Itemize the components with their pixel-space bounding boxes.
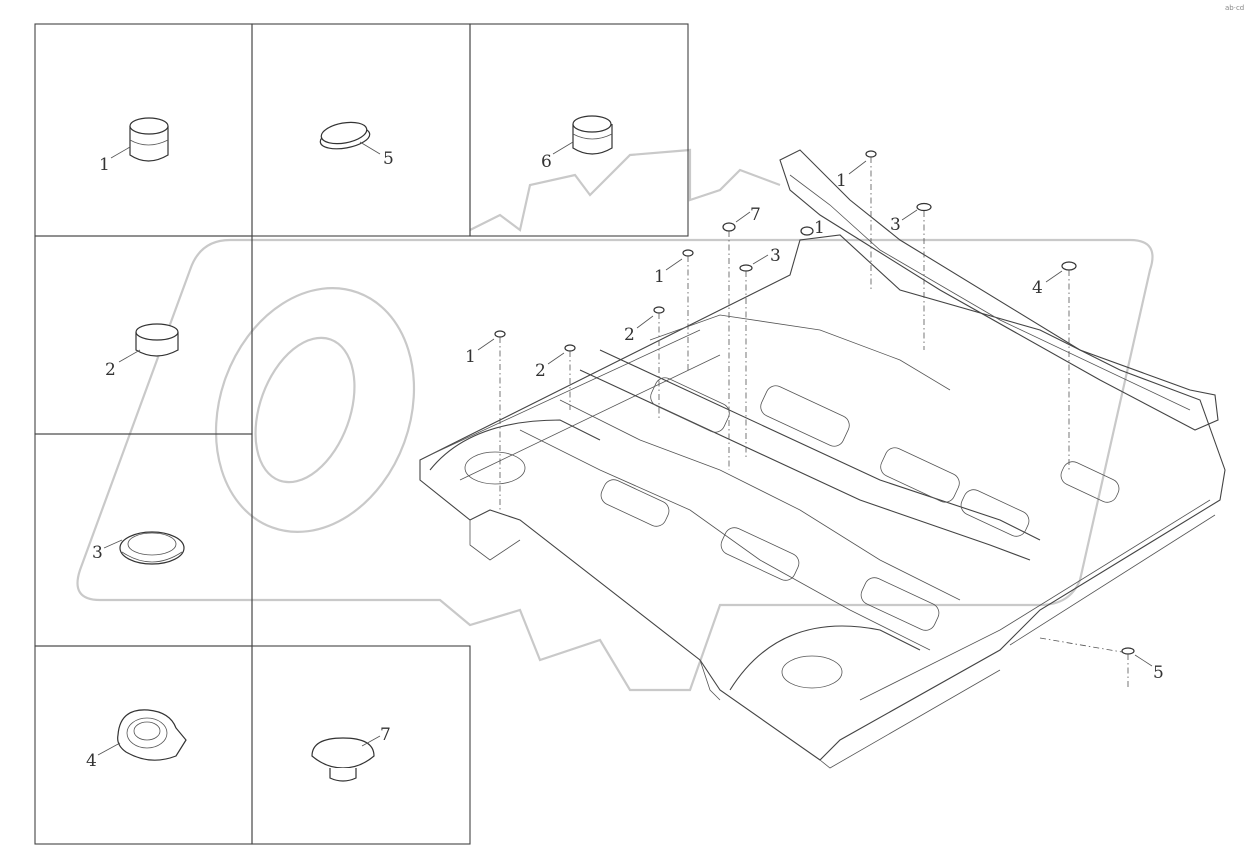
floor-callout-1c: 1: [654, 267, 665, 287]
plug-part-2: [135, 323, 179, 357]
grommet-part-3: [119, 531, 185, 565]
floor-callout-1a: 1: [836, 171, 847, 191]
grommet-part-4: [117, 709, 187, 761]
floor-callout-5: 5: [1153, 663, 1164, 683]
floor-callout-2b: 2: [535, 361, 546, 381]
watermark-logo: [76, 148, 1154, 692]
floor-callout-1b: 1: [814, 218, 825, 238]
panel-label-6: 6: [541, 152, 552, 172]
panel-6: 6: [541, 115, 613, 172]
panel-5: 5: [319, 121, 394, 169]
panel-label-4: 4: [86, 751, 97, 771]
panel-7: 7: [311, 725, 391, 782]
panel-label-7: 7: [380, 725, 391, 745]
panel-4: 4: [86, 709, 187, 771]
floor-callout-7: 7: [750, 205, 761, 225]
panel-label-1: 1: [99, 155, 110, 175]
panel-3: 3: [92, 531, 185, 565]
oval-plug-part-5: [319, 121, 371, 150]
plug-part-1: [129, 117, 169, 162]
panel-label-2: 2: [105, 360, 116, 380]
floor-callouts: 1 3 7 1 3 1 4 2: [465, 150, 1164, 690]
panel-1: 1: [99, 117, 169, 175]
floor-callout-2a: 2: [624, 325, 635, 345]
floor-callout-4: 4: [1032, 278, 1043, 298]
plug-part-6: [572, 115, 613, 155]
panel-label-3: 3: [92, 543, 103, 563]
corner-mark: ab·cd: [1225, 4, 1244, 12]
floor-callout-1d: 1: [465, 347, 476, 367]
panel-2: 2: [105, 323, 179, 380]
detail-panels: [34, 23, 689, 845]
floor-callout-3b: 3: [770, 246, 781, 266]
floor-pan: [419, 149, 1226, 769]
push-plug-part-7: [311, 737, 375, 782]
panel-label-5: 5: [383, 149, 394, 169]
floor-callout-3a: 3: [890, 215, 901, 235]
